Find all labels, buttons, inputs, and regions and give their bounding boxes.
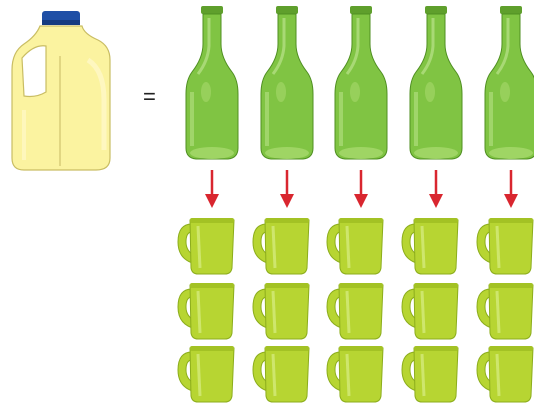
mug-icon	[402, 283, 458, 339]
bottle-icon	[410, 6, 462, 159]
bottle-icon	[186, 6, 238, 159]
bottle-icon	[335, 6, 387, 159]
mug-icon	[178, 283, 234, 339]
mug-icon	[402, 346, 458, 402]
mug-icon	[327, 346, 383, 402]
mug-icon	[253, 218, 309, 274]
mug-icon	[402, 218, 458, 274]
arrow-down-icon	[280, 170, 294, 208]
mug-icon	[327, 283, 383, 339]
bottle-icon	[485, 6, 534, 159]
gallon-jug-icon	[12, 11, 110, 170]
mug-icon	[253, 283, 309, 339]
mug-icon	[178, 218, 234, 274]
arrow-down-icon	[429, 170, 443, 208]
mug-icon	[477, 346, 533, 402]
arrow-down-icon	[205, 170, 219, 208]
mug-icon	[253, 346, 309, 402]
bottle-icon	[261, 6, 313, 159]
mug-icon	[477, 218, 533, 274]
mug-icon	[327, 218, 383, 274]
mug-icon	[477, 283, 533, 339]
mug-icon	[178, 346, 234, 402]
arrow-down-icon	[354, 170, 368, 208]
arrow-down-icon	[504, 170, 518, 208]
